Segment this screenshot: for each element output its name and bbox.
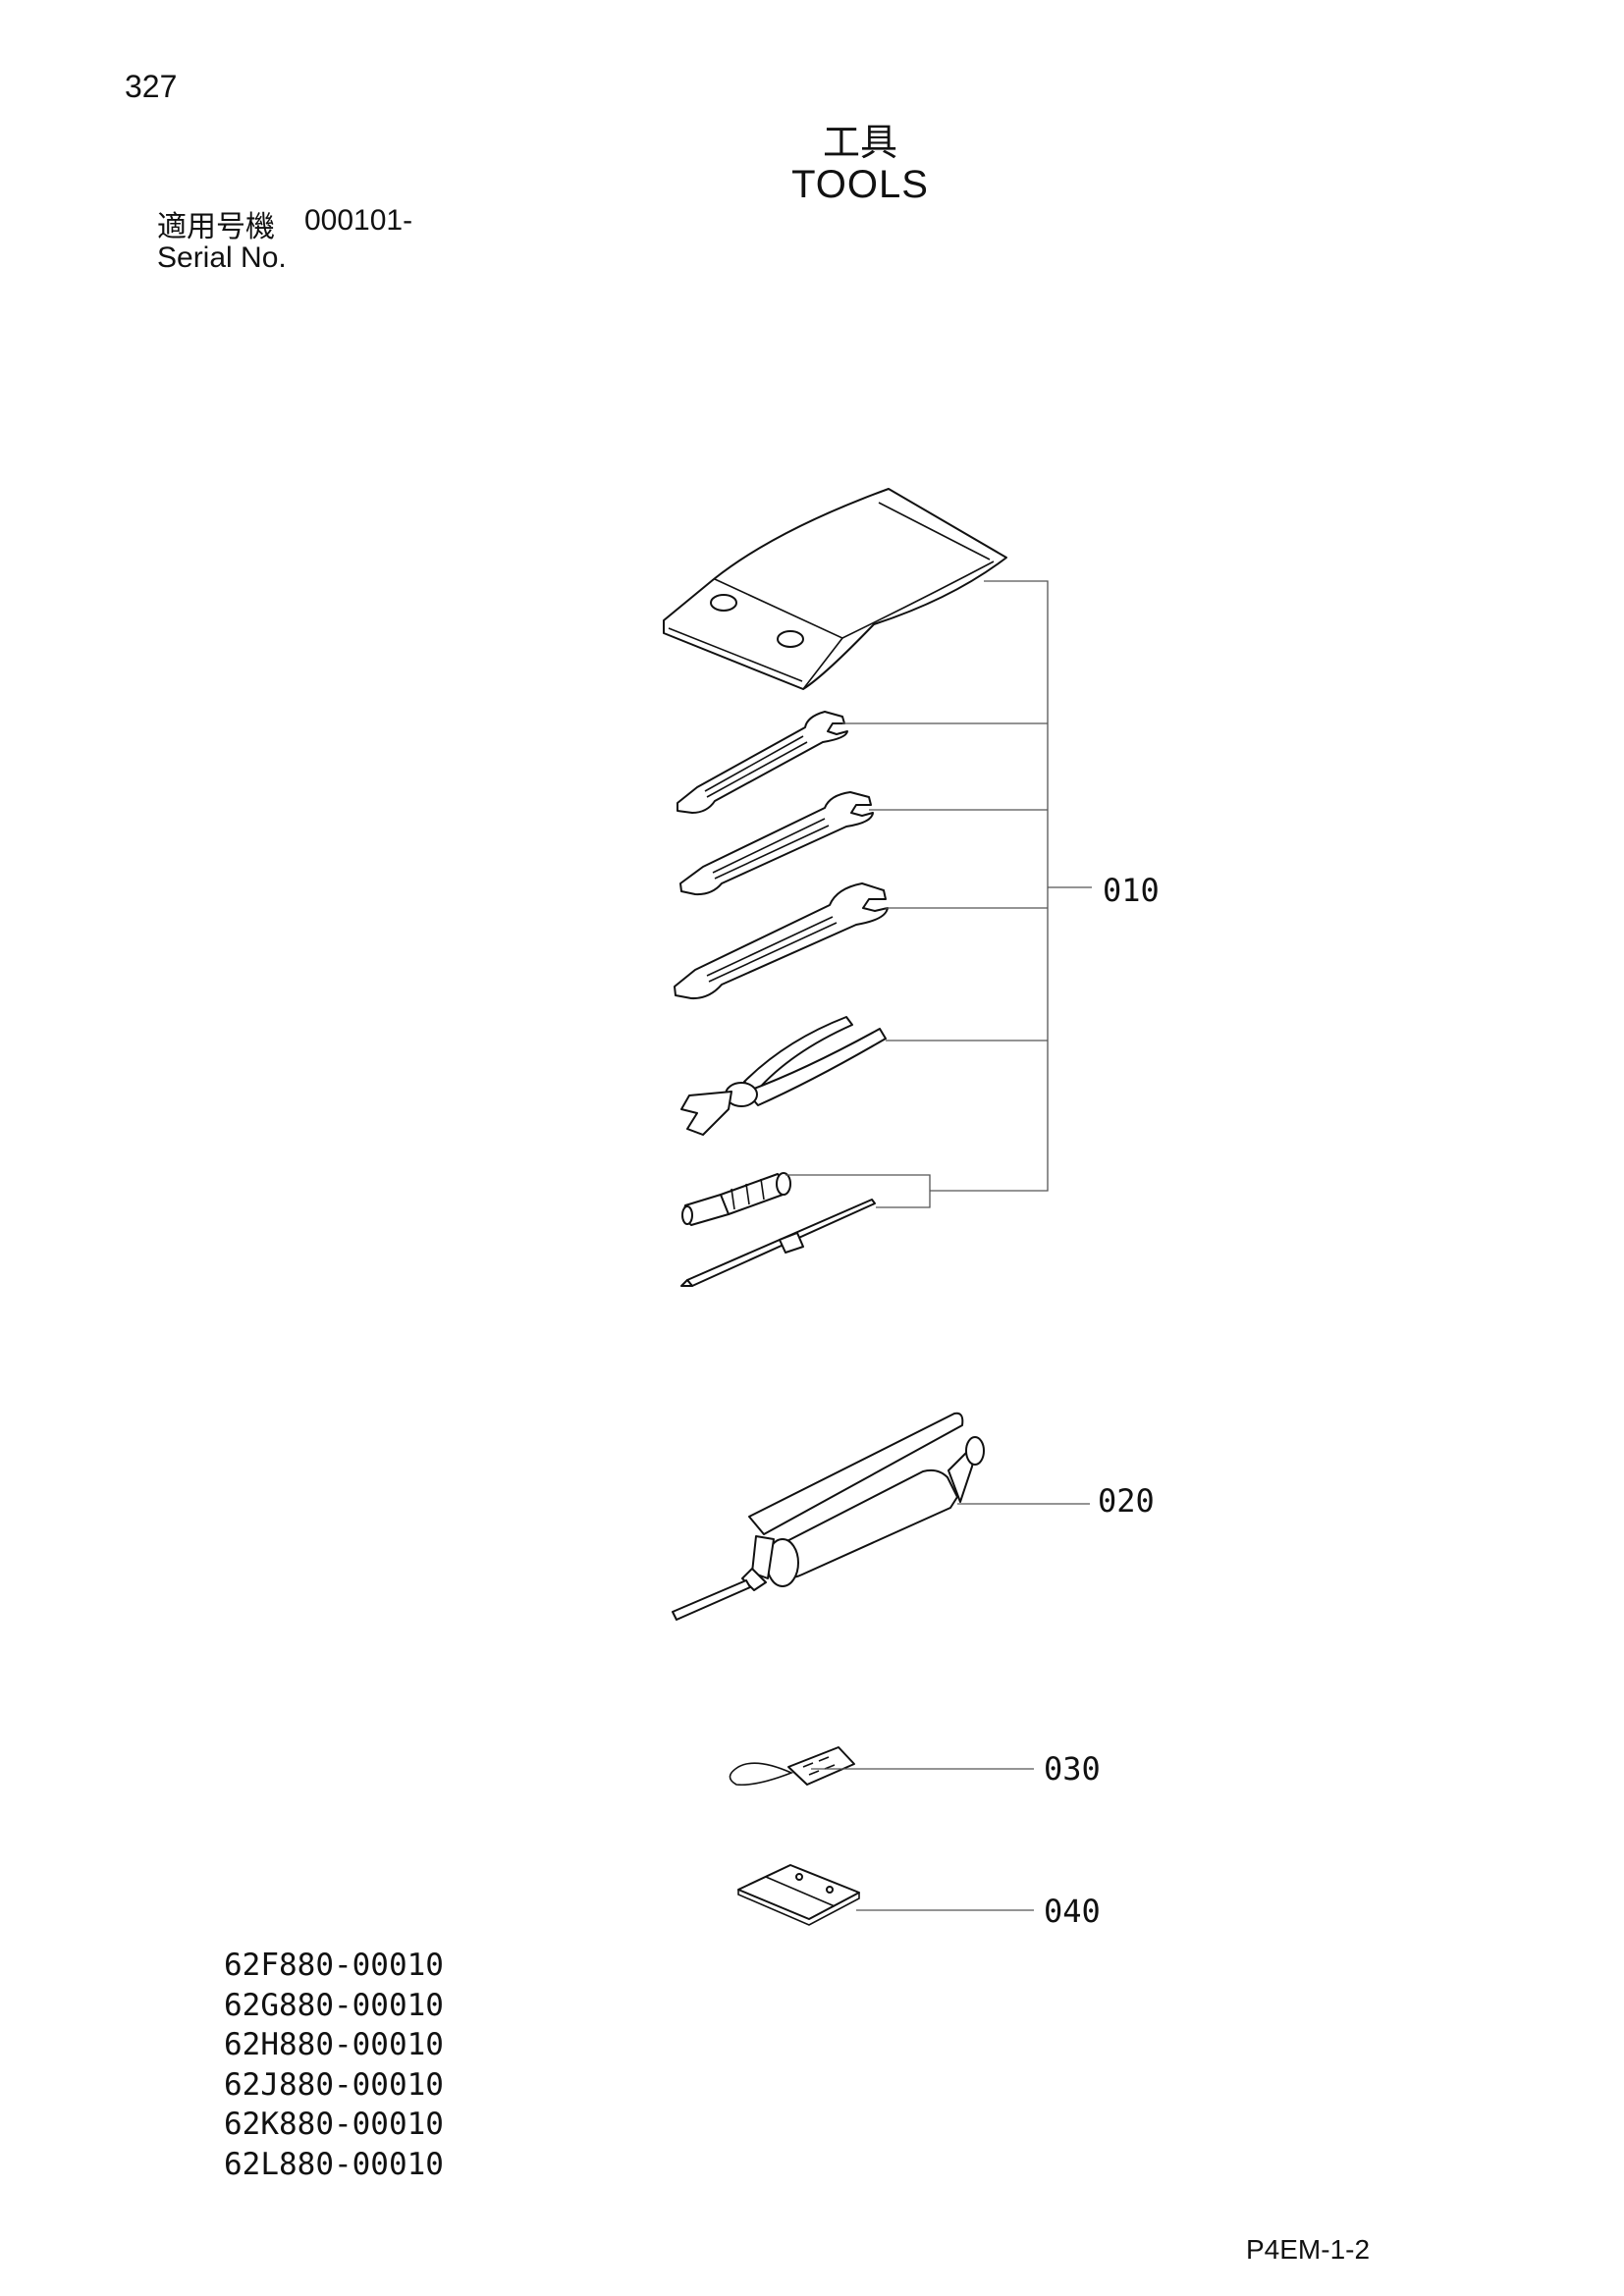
wrench-icon (679, 791, 874, 896)
part-number-list: 62F880-00010 62G880-00010 62H880-00010 6… (224, 1946, 444, 2184)
pliers-icon (680, 1016, 887, 1136)
screwdriver-icon (680, 1172, 876, 1287)
grease-gun-icon (672, 1412, 985, 1621)
part-number: 62K880-00010 (224, 2107, 444, 2142)
plate-icon (737, 1864, 860, 1926)
serial-label-en: Serial No. (157, 241, 287, 274)
wrench-icon (674, 882, 889, 1000)
callout-020: 020 (1098, 1482, 1155, 1520)
page-title-en: TOOLS (791, 163, 929, 206)
document-code: P4EM-1-2 (1246, 2234, 1371, 2265)
callout-010: 010 (1103, 872, 1160, 909)
page-title-jp: 工具 (822, 121, 897, 164)
tag-icon (729, 1746, 855, 1787)
callout-040: 040 (1044, 1893, 1101, 1930)
wrench-icon (677, 711, 848, 814)
serial-value: 000101- (304, 204, 413, 237)
part-number: 62G880-00010 (224, 1987, 444, 2023)
leader-010 (785, 580, 1092, 1208)
serial-label-jp: 適用号機 (157, 210, 275, 244)
tool-bag-icon (663, 488, 1007, 690)
page-number: 327 (125, 69, 178, 104)
part-number: 62J880-00010 (224, 2066, 444, 2103)
part-number: 62H880-00010 (224, 2027, 444, 2062)
callout-030: 030 (1044, 1750, 1101, 1788)
part-number: 62L880-00010 (224, 2146, 444, 2182)
part-number: 62F880-00010 (224, 1948, 444, 1983)
